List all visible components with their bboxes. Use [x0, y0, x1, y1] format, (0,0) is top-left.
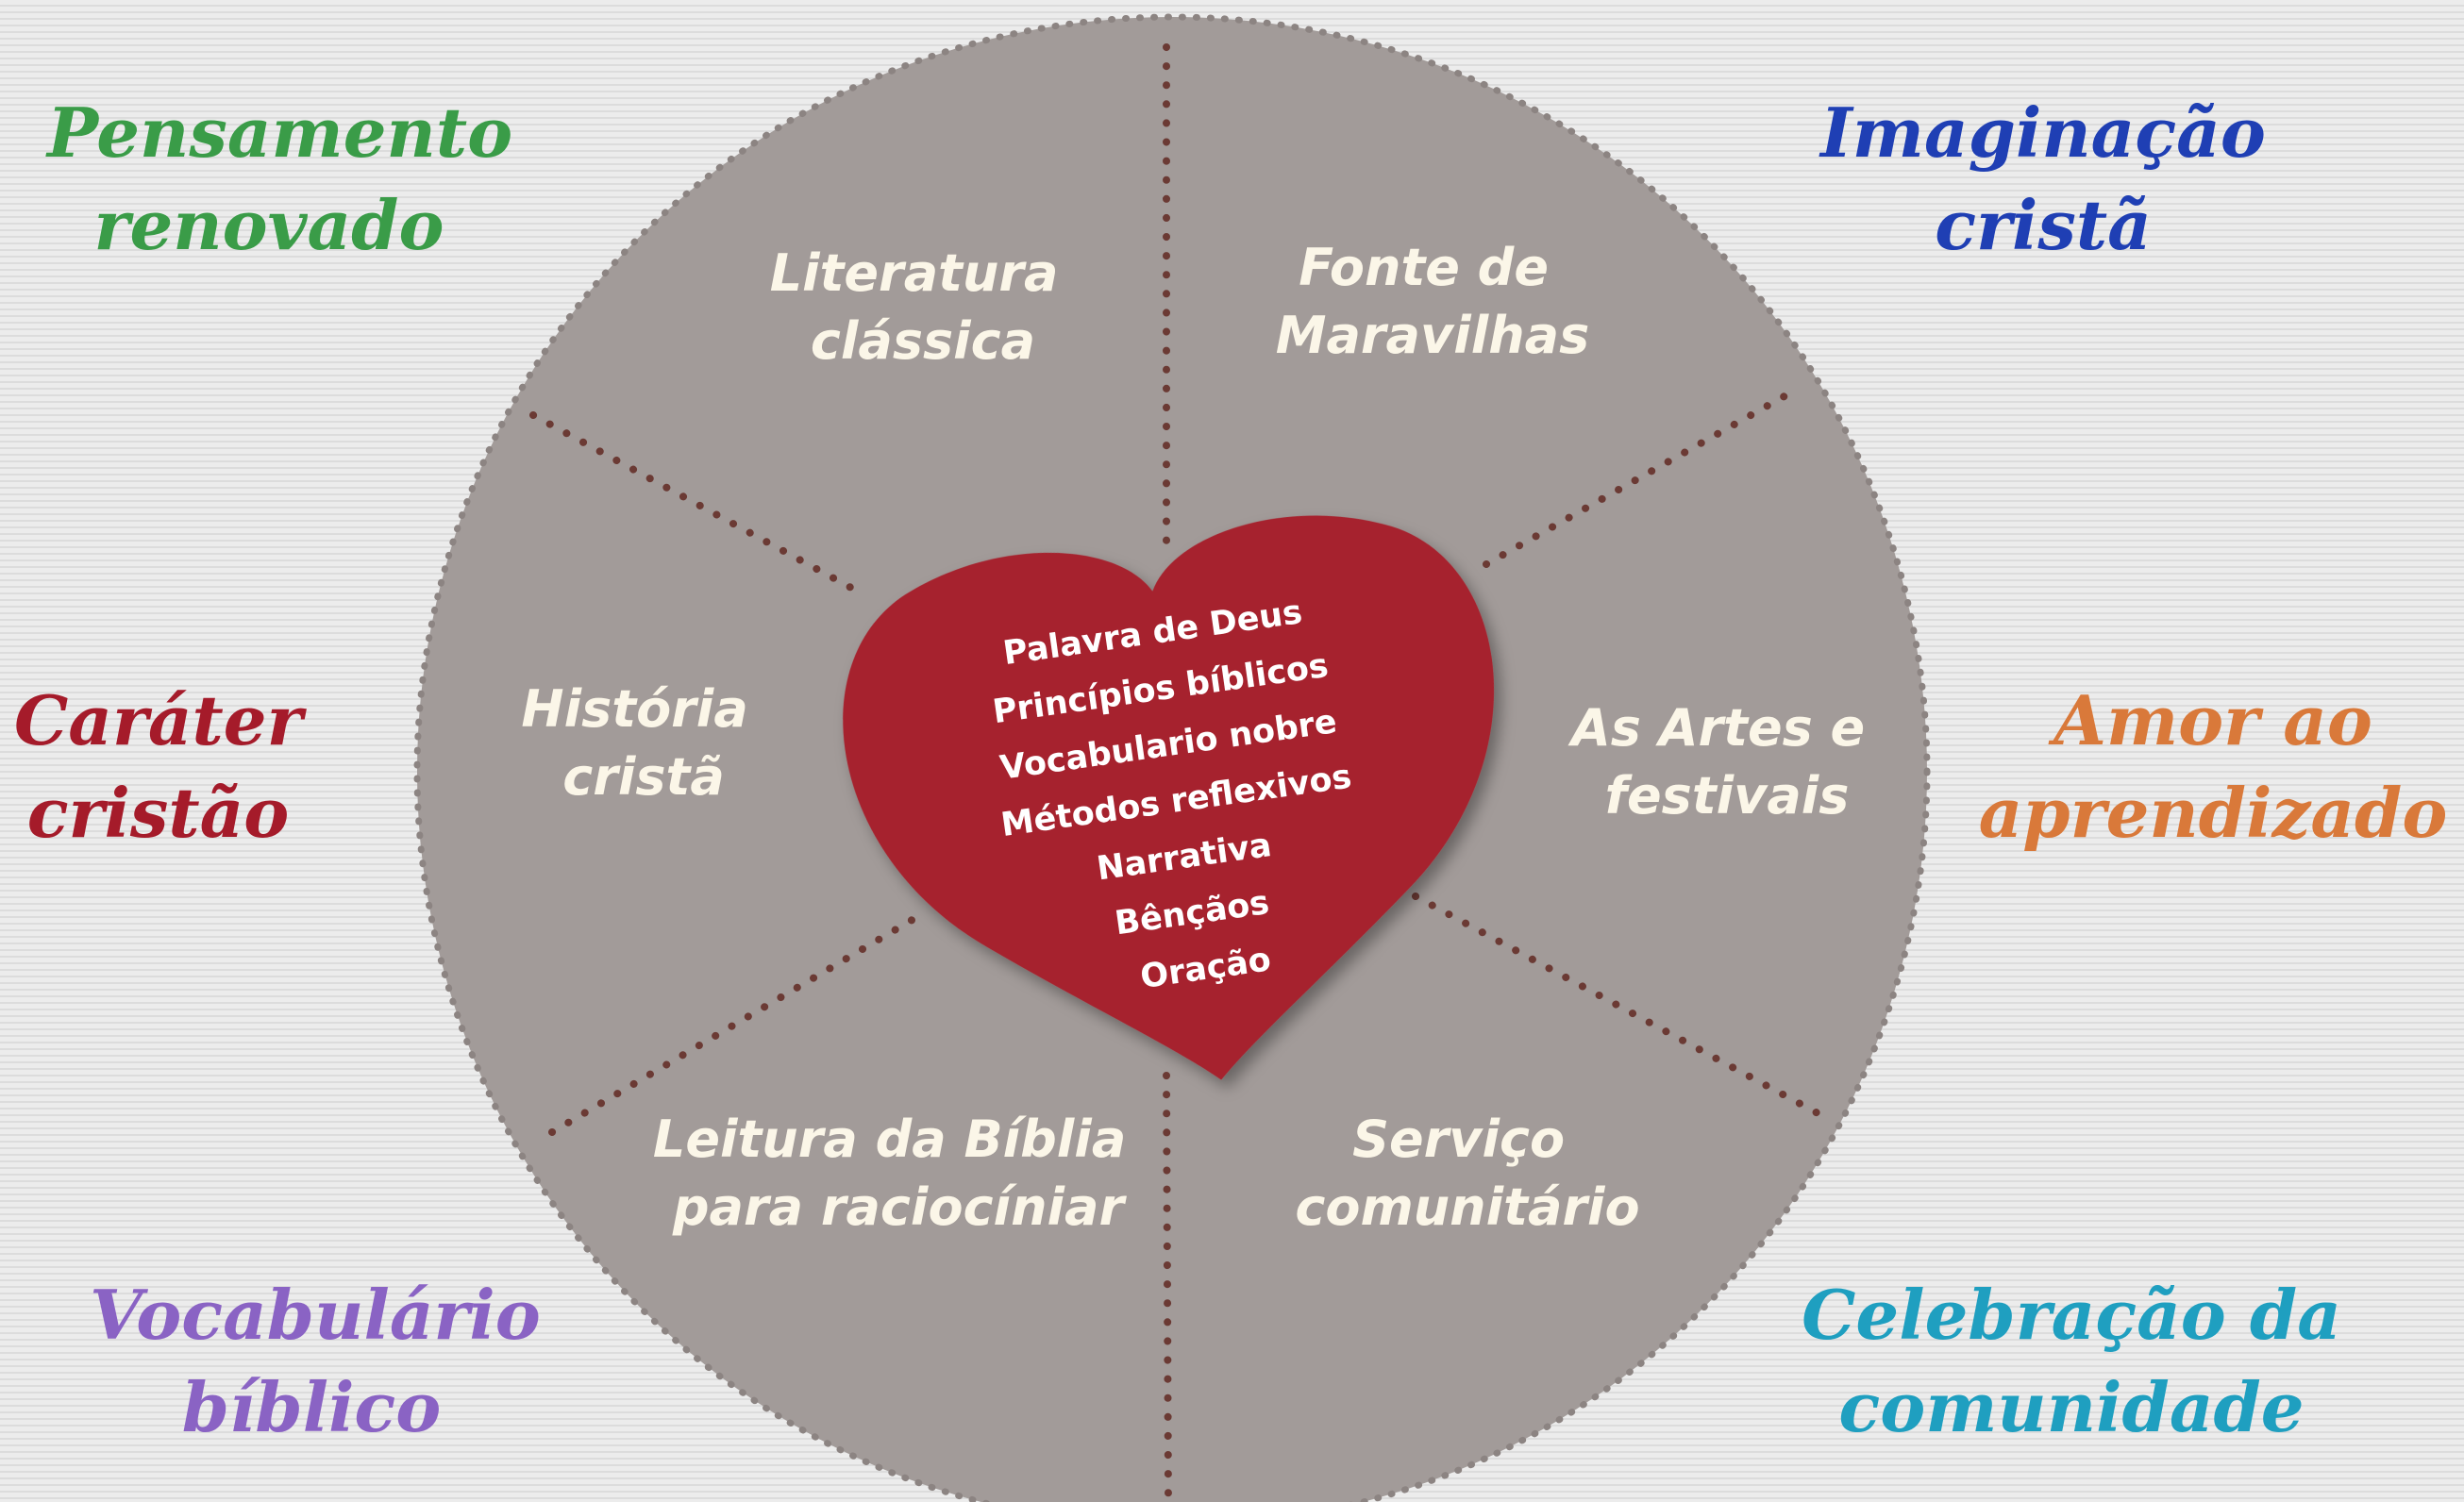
- heart-shape: [843, 515, 1495, 1080]
- divider-lower-right: [1412, 893, 1825, 1119]
- segment-historia-crista: História cristã: [521, 679, 765, 807]
- segment-as-artes-e-festivais: As Artes e festivais: [1567, 698, 1883, 826]
- divider-upper-left: [529, 411, 867, 598]
- divider-upper-right: [1483, 385, 1802, 568]
- segment-literatura-classica: Literatura clássica: [770, 243, 1077, 371]
- corner-pensamento-renovado: Pensamento renovado: [47, 92, 513, 265]
- segment-fonte-de-maravilhas: Fonte de Maravilhas: [1276, 238, 1590, 365]
- corner-vocabulario-biblico: Vocabulário bíblico: [90, 1275, 541, 1447]
- segment-servico-comunitario: Serviço comunitário: [1295, 1110, 1639, 1237]
- wheel-dividers: [529, 43, 1825, 1502]
- heart-group: Palavra de Deus Princípios bíblicos Voca…: [843, 515, 1495, 1080]
- corner-amor-ao-aprendizado: Amor ao aprendizado: [1978, 680, 2448, 853]
- divider-bottom: [1163, 1072, 1172, 1502]
- corner-imaginacao-crista: Imaginação cristã: [1820, 92, 2266, 265]
- corner-carater-cristao: Caráter cristão: [14, 680, 303, 853]
- segment-labels: Literatura clássica Fonte de Maravilhas …: [521, 238, 1883, 1237]
- segment-leitura-da-biblia: Leitura da Bíblia para raciocíniar: [653, 1110, 1144, 1237]
- corner-celebracao-da-comunidade: Celebração da comunidade: [1802, 1275, 2341, 1447]
